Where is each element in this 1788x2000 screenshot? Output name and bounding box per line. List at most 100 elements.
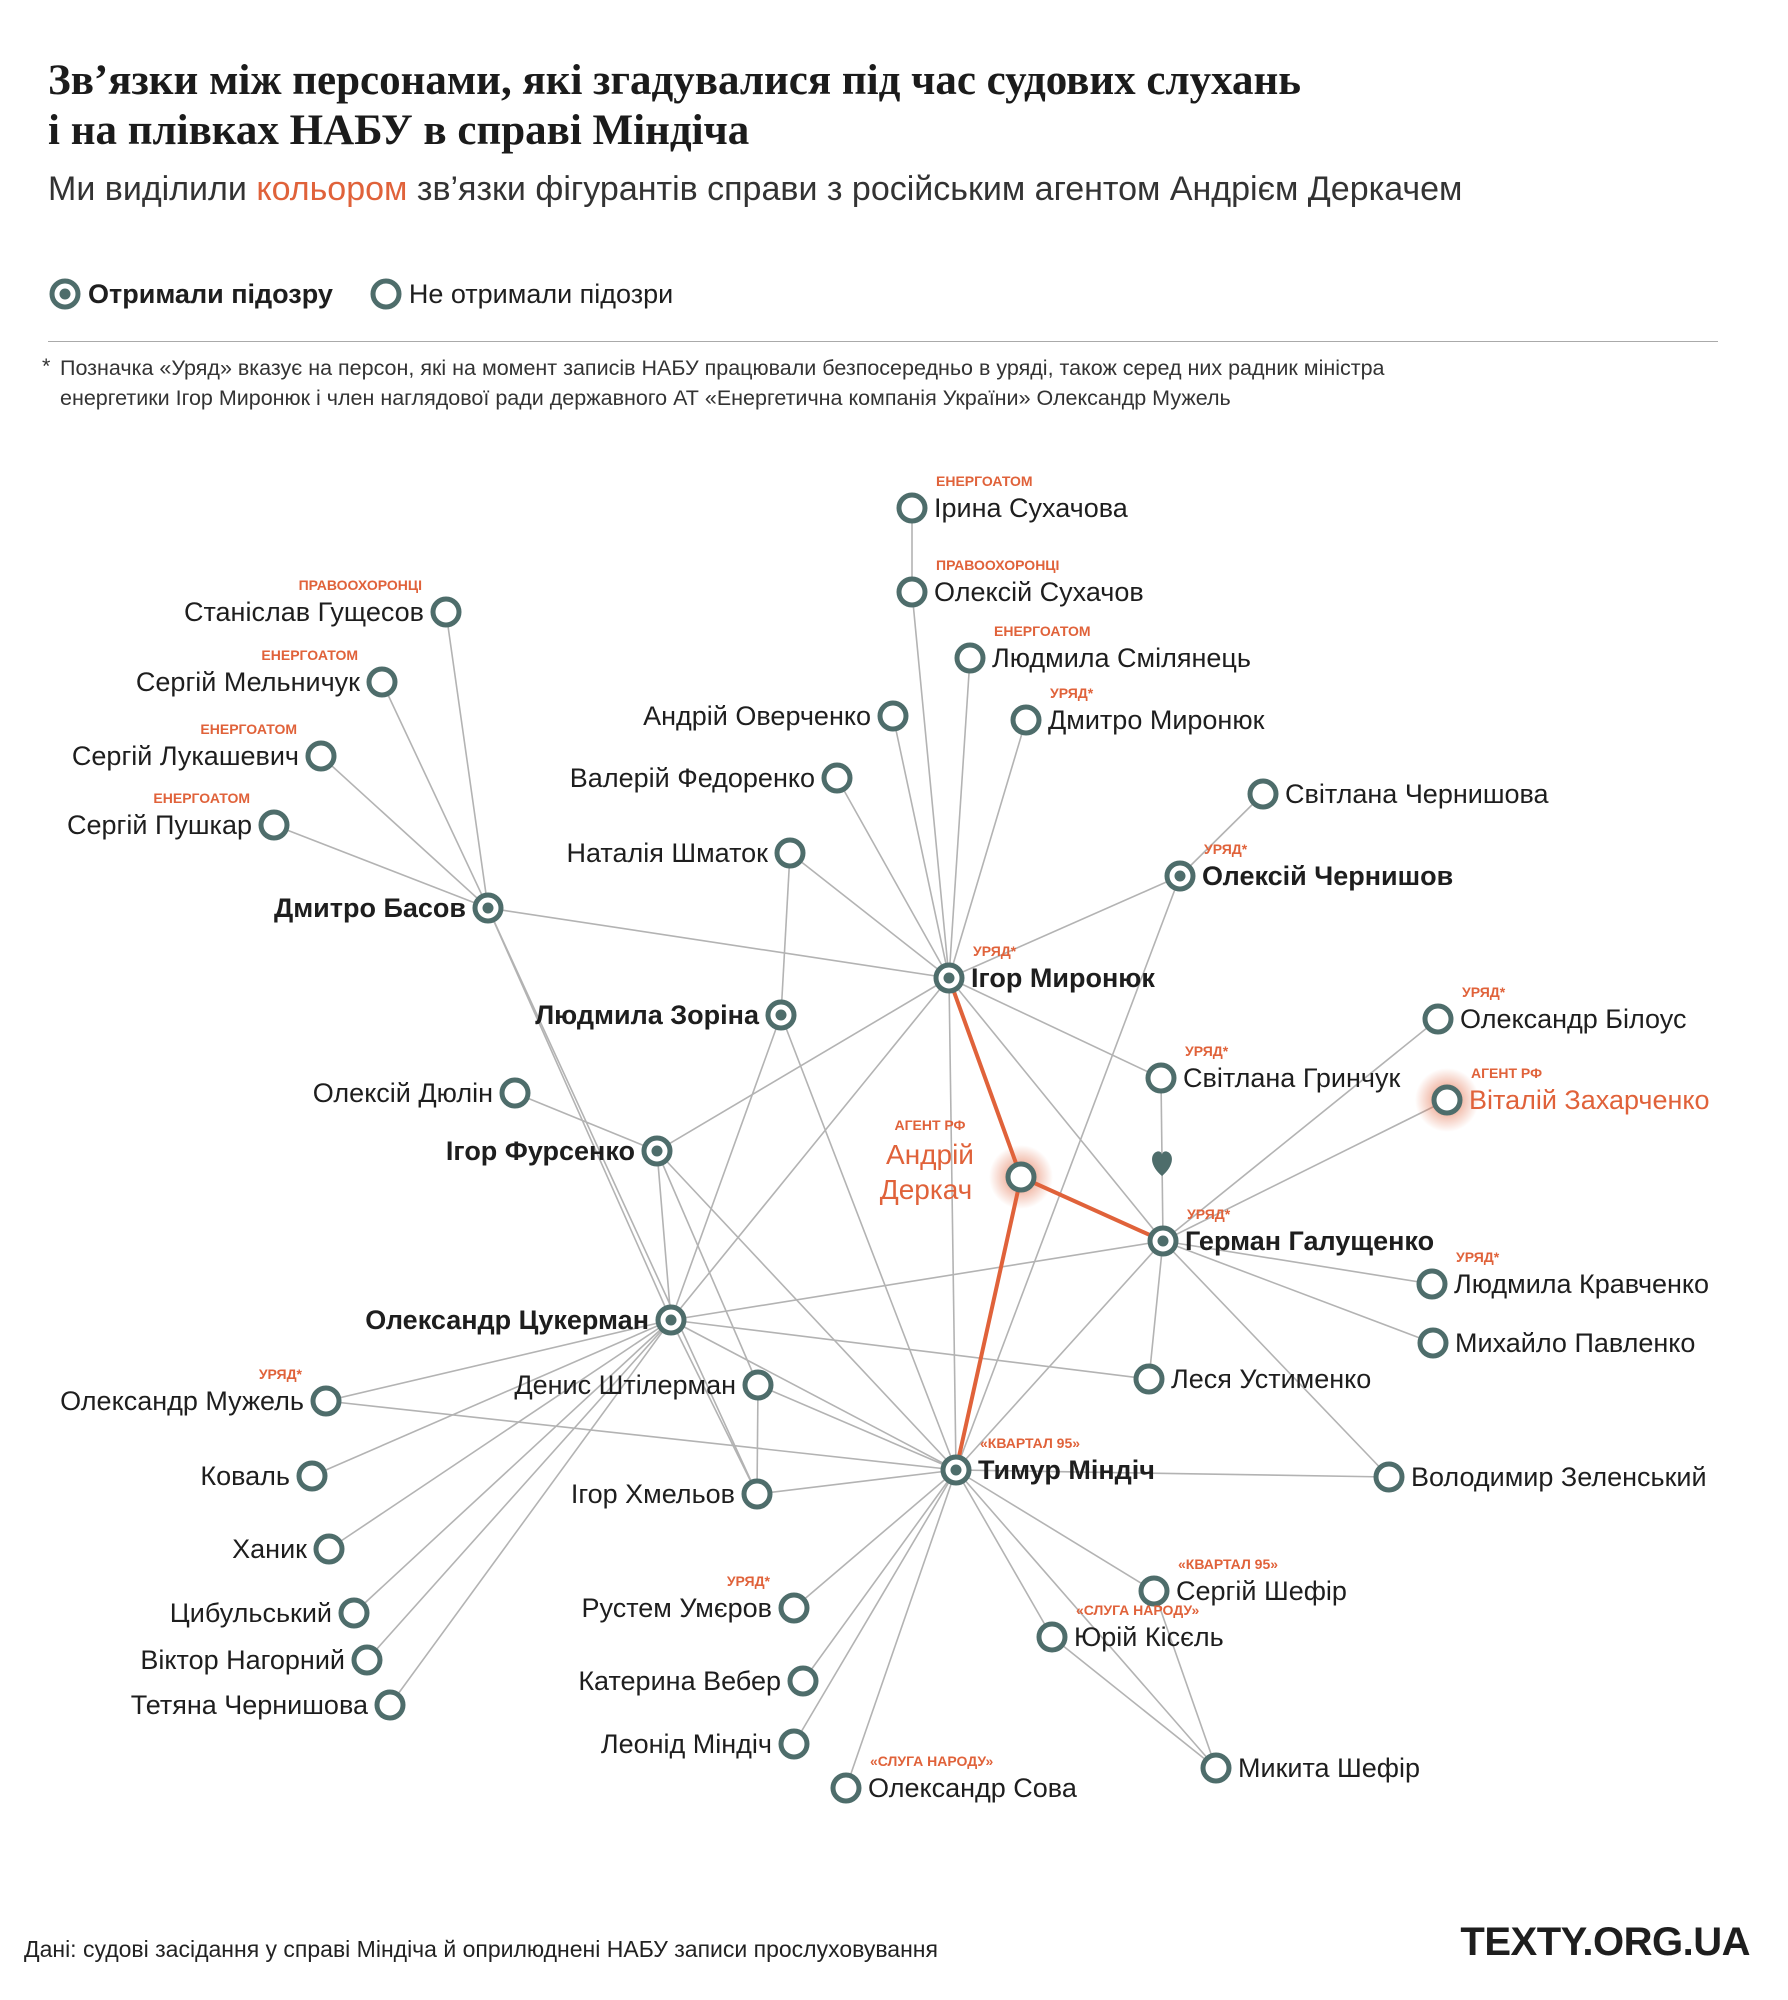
- edge-ihor_myroniuk-oleksandr_tsukerman: [670, 977, 950, 1321]
- tag-oleksii_suhachov: ПРАВООХОРОНЦІ: [936, 557, 1059, 573]
- label-andrii-derkach-line2: Деркач: [880, 1174, 973, 1205]
- label-khanyk: Ханик: [232, 1534, 307, 1564]
- legend-label-not-suspected: Не отримали підозри: [408, 278, 674, 309]
- edge-oleksandr_tsukerman-viktor_nahornyi: [366, 1319, 672, 1661]
- node-natalia_shmatok: [774, 837, 806, 869]
- node-dot-liudmyla_zorina: [775, 1009, 787, 1021]
- edge-dmytro_basov-oleksandr_tsukerman: [487, 907, 672, 1321]
- title-line-2: і на плівках НАБУ в справі Міндіча: [48, 107, 750, 154]
- edge-tymur_mindich-oleksandr_muzhel: [325, 1400, 957, 1471]
- label-koval: Коваль: [200, 1461, 290, 1491]
- node-serhii_lukashevych: [305, 740, 337, 772]
- node-lesia_ustymenko: [1133, 1363, 1165, 1395]
- footnote: * Позначка «Уряд» вказує на персон, які …: [42, 353, 1702, 413]
- node-leonid_mindich: [778, 1728, 810, 1760]
- label-denys_shtilerman: Денис Штілерман: [514, 1370, 736, 1400]
- node-denys_shtilerman: [742, 1369, 774, 1401]
- edge-herman_halushchenko-mykhailo_pavlenko: [1162, 1240, 1434, 1344]
- node-dot-oleksii_chernyshov: [1174, 870, 1186, 882]
- nodes-layer: [258, 492, 1479, 1804]
- tag-svitlana_hrynchuk: УРЯД*: [1185, 1043, 1229, 1059]
- node-oleksii_diulin: [499, 1077, 531, 1109]
- subtitle-highlight: кольором: [256, 170, 408, 208]
- tag-dmytro_myroniuk: УРЯД*: [1050, 685, 1094, 701]
- legend-item-not-suspected: Не отримали підозри: [369, 277, 673, 311]
- label-lesia_ustymenko: Леся Устименко: [1171, 1364, 1371, 1394]
- label-liudmyla_kravchenko: Людмила Кравченко: [1454, 1269, 1709, 1299]
- tag-yurii_kisel: «СЛУГА НАРОДУ»: [1076, 1602, 1200, 1618]
- edge-tymur_mindich-serhii_shefir: [955, 1469, 1155, 1592]
- edge-stanislav_hushchesov-dmytro_basov: [445, 611, 489, 909]
- label-valerii_fedorenko: Валерій Федоренко: [570, 763, 815, 793]
- node-yurii_kisel: [1036, 1621, 1068, 1653]
- label-ihor_myroniuk: Ігор Миронюк: [971, 963, 1155, 993]
- label-andrii-derkach-line1: Андрій: [886, 1139, 974, 1170]
- edge-svitlana_chernyshova-oleksii_chernyshov: [1179, 793, 1264, 877]
- edge-oleksii_chernyshov-ihor_myroniuk: [948, 875, 1181, 979]
- label-irina_suhachova: Ірина Сухачова: [934, 493, 1129, 523]
- tag-ihor_myroniuk: УРЯД*: [973, 943, 1017, 959]
- edge-ihor_myroniuk-svitlana_hrynchuk: [948, 977, 1162, 1079]
- brand-logo: TEXTY.ORG.UA: [1460, 1920, 1750, 1964]
- label-oleksii_suhachov: Олексій Сухачов: [934, 577, 1144, 607]
- subtitle-text-end: зв’язки фігурантів справи з російським а…: [407, 170, 1463, 208]
- label-volodymyr_zelenskyi: Володимир Зеленський: [1411, 1462, 1707, 1492]
- edge-ihor_khmelov-tymur_mindich: [756, 1469, 957, 1495]
- edge-tymur_mindich-yurii_kisel: [955, 1469, 1053, 1638]
- node-andrii_overchenko: [877, 700, 909, 732]
- footnote-line-2: енергетики Ігор Миронюк і член наглядово…: [60, 386, 1231, 410]
- label-liudmyla_smilianets: Людмила Смілянець: [992, 643, 1251, 673]
- label-dmytro_myroniuk: Дмитро Миронюк: [1048, 705, 1265, 735]
- edge-liudmyla_smilianets-ihor_myroniuk: [948, 657, 971, 979]
- edge-serhii_pushkar-dmytro_basov: [273, 824, 489, 909]
- label-ihor_khmelov: Ігор Хмельов: [571, 1479, 735, 1509]
- edge-oleksandr_tsukerman-tetiana_chernyshova: [389, 1319, 672, 1706]
- label-serhii_melnychuk: Сергій Мельничук: [136, 667, 360, 697]
- tag-irina_suhachova: ЕНЕРГОАТОМ: [936, 473, 1033, 489]
- tag-serhii_shefir: «КВАРТАЛ 95»: [1178, 1556, 1278, 1572]
- legend-label-suspected: Отримали підозру: [88, 278, 333, 309]
- edge-ihor_fursenko-oleksandr_tsukerman: [656, 1150, 672, 1321]
- chart-title: Зв’язки між персонами, які згадувалися п…: [48, 56, 1748, 156]
- label-svitlana_hrynchuk: Світлана Гринчук: [1183, 1063, 1400, 1093]
- edge-natalia_shmatok-liudmyla_zorina: [780, 852, 791, 1016]
- node-dmytro_myroniuk: [1010, 704, 1042, 736]
- node-viktor_nahornyi: [351, 1644, 383, 1676]
- edge-dmytro_basov-ihor_khmelov: [487, 907, 758, 1495]
- edge-tymur_mindich-leonid_mindich: [793, 1469, 957, 1745]
- edge-oleksandr_tsukerman-tsybulskyi: [353, 1319, 672, 1614]
- label-oleksandr_bilous: Олександр Білоус: [1460, 1004, 1686, 1034]
- node-oleksandr_sova: [830, 1772, 862, 1804]
- tag-tymur_mindich: «КВАРТАЛ 95»: [980, 1435, 1080, 1451]
- node-kateryna_veber: [787, 1665, 819, 1697]
- node-oleksandr_bilous: [1422, 1003, 1454, 1035]
- edge-ihor_fursenko-tymur_mindich: [656, 1150, 957, 1471]
- edge-oleksandr_tsukerman-khanyk: [328, 1319, 672, 1550]
- edge-herman_halushchenko-oleksandr_tsukerman: [670, 1240, 1164, 1321]
- edge-tymur_mindich-oleksandr_sova: [845, 1469, 957, 1789]
- node-dot-ihor_fursenko: [651, 1145, 663, 1157]
- node-dot-herman_halushchenko: [1157, 1235, 1169, 1247]
- edge-tymur_mindich-rustem_umerov: [793, 1469, 957, 1609]
- tag-liudmyla_kravchenko: УРЯД*: [1456, 1249, 1500, 1265]
- label-oleksii_diulin: Олексій Дюлін: [313, 1078, 493, 1108]
- edge-ihor_myroniuk-ihor_fursenko: [656, 977, 950, 1152]
- edge-herman_halushchenko-lesia_ustymenko: [1148, 1240, 1164, 1380]
- label-oleksandr_muzhel: Олександр Мужель: [60, 1386, 304, 1416]
- tag-oleksandr_bilous: УРЯД*: [1462, 984, 1506, 1000]
- title-line-1: Зв’язки між персонами, які згадувалися п…: [48, 57, 1302, 104]
- edge-oleksandr_bilous-herman_halushchenko: [1162, 1018, 1439, 1242]
- label-dmytro_basov: Дмитро Басов: [274, 893, 466, 923]
- edge-valerii_fedorenko-ihor_myroniuk: [836, 777, 950, 979]
- subtitle: Ми виділили кольором зв’язки фігурантів …: [48, 170, 1462, 209]
- label-serhii_shefir: Сергій Шефір: [1176, 1576, 1347, 1606]
- label-tymur_mindich: Тимур Міндіч: [978, 1455, 1155, 1485]
- tag-serhii_lukashevych: ЕНЕРГОАТОМ: [200, 721, 297, 737]
- edge-tymur_mindich-volodymyr_zelenskyi: [955, 1469, 1390, 1478]
- edge-oleksandr_tsukerman-koval: [311, 1319, 672, 1477]
- edge-tymur_mindich-mykyta_shefir: [955, 1469, 1217, 1769]
- label-ihor_fursenko: Ігор Фурсенко: [446, 1136, 635, 1166]
- label-mykyta_shefir: Микита Шефір: [1238, 1753, 1420, 1783]
- node-svitlana_chernyshova: [1247, 778, 1279, 810]
- edge-yurii_kisel-mykyta_shefir: [1051, 1636, 1217, 1769]
